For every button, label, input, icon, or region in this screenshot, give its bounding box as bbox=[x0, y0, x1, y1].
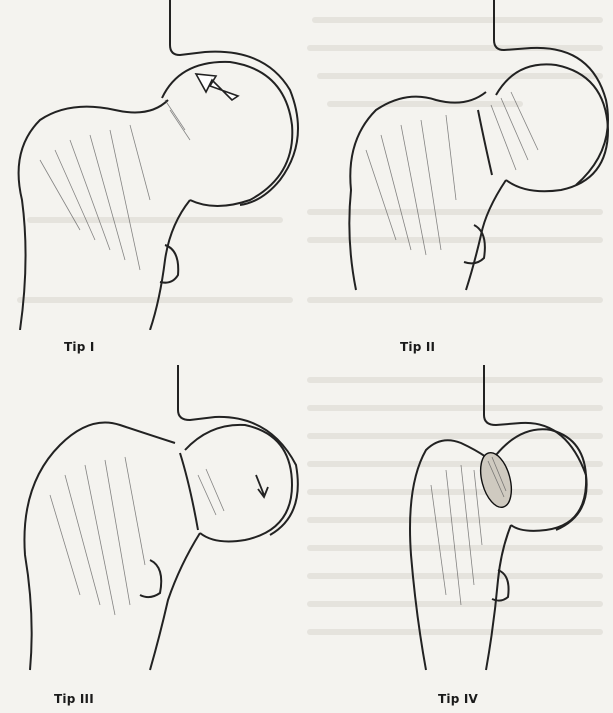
fracture-line bbox=[180, 453, 198, 530]
caption-tip-1: Tip I bbox=[64, 340, 95, 354]
caption-tip-4: Tip IV bbox=[438, 692, 478, 706]
femur-head-illustration-tip-2 bbox=[306, 0, 613, 330]
femur-shaft bbox=[19, 100, 190, 330]
arrow-icon bbox=[196, 74, 238, 100]
acetabulum-outline bbox=[178, 365, 298, 535]
femur-head-illustration-tip-3 bbox=[0, 365, 306, 675]
acetabulum-outline bbox=[170, 0, 298, 205]
caption-tip-2: Tip II bbox=[400, 340, 435, 354]
panel-tip-2: Tip II bbox=[306, 0, 613, 330]
femur-head-illustration-tip-4 bbox=[306, 365, 613, 675]
fracture-line bbox=[478, 110, 492, 175]
femoral-head bbox=[162, 62, 292, 206]
femoral-head bbox=[185, 425, 292, 542]
arrow-icon bbox=[256, 475, 268, 497]
lesser-trochanter bbox=[492, 570, 509, 601]
lesser-trochanter bbox=[140, 560, 161, 597]
caption-tip-3: Tip III bbox=[54, 692, 94, 706]
femoral-head bbox=[496, 64, 608, 191]
panel-tip-1: Tip I bbox=[0, 0, 306, 330]
femur-shaft bbox=[24, 423, 200, 671]
femur-head-illustration-tip-1 bbox=[0, 0, 306, 330]
panel-tip-3: Tip III bbox=[0, 365, 306, 713]
fracture-fragment bbox=[475, 449, 517, 510]
panel-tip-4: Tip IV bbox=[306, 365, 613, 713]
